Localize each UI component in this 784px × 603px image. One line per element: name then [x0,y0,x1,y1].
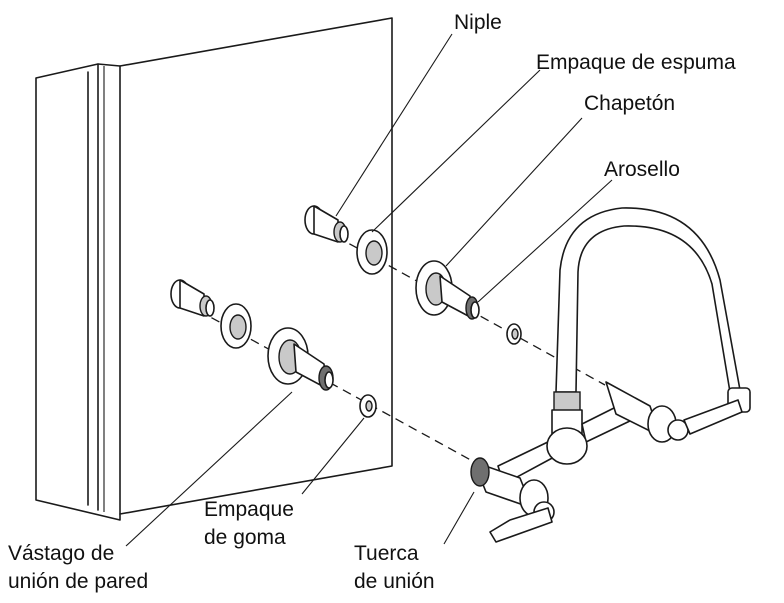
lower-escutcheon [267,327,334,391]
upper-escutcheon [415,260,480,320]
label-empaque-espuma: Empaque de espuma [536,51,736,74]
label-chapeton: Chapetón [584,92,675,115]
label-arosello: Arosello [604,158,680,181]
upper-nipple [304,205,349,243]
label-vastago-line1: Vástago de [8,542,114,565]
label-tuerca-line1: Tuerca [354,542,419,565]
upper-foam-gasket [356,229,388,275]
label-vastago-line2: unión de pared [8,570,148,593]
wall-panel [35,17,393,521]
faucet-assembly [470,207,751,543]
lower-nipple [170,279,215,317]
upper-o-ring [506,323,522,345]
label-tuerca-line2: de unión [354,570,435,593]
lower-foam-gasket [220,303,252,349]
lower-rubber-washer [359,394,377,418]
leader-lines [125,33,613,547]
label-niple: Niple [454,11,502,34]
label-empaque-goma-line2: de goma [204,526,286,549]
label-empaque-goma-line1: Empaque [204,498,294,521]
